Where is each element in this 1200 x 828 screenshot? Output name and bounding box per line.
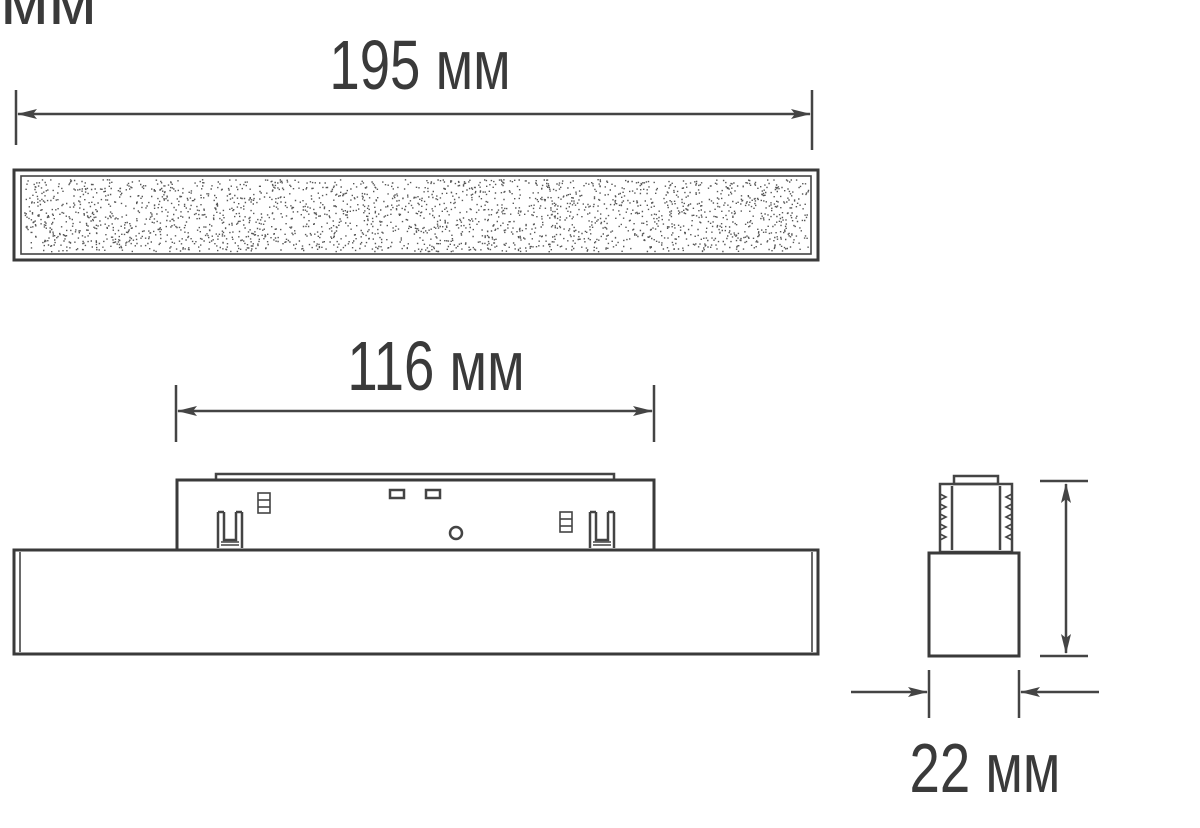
diffuser-texture	[24, 179, 810, 253]
dimension-43: 43 мм	[0, 0, 1088, 658]
adapter-vent-right	[559, 511, 573, 533]
dimension-label-195: 195 мм	[329, 27, 510, 105]
adapter-clip-left	[216, 510, 244, 548]
end-body-profile	[927, 551, 1021, 658]
adapter-screw-hole	[448, 525, 464, 541]
adapter-clip-right	[588, 510, 616, 548]
dimension-22: 22 мм	[851, 670, 1099, 808]
diffuser-speckles	[24, 179, 810, 253]
dimension-label-22: 22 мм	[910, 730, 1061, 808]
connector-teeth-left	[939, 493, 948, 541]
dimension-label-116: 116 мм	[347, 328, 524, 406]
connector-core	[950, 486, 1002, 550]
dimension-195: 195 мм	[14, 27, 814, 150]
dimension-116: 116 мм	[174, 328, 656, 442]
connector-teeth-right	[1004, 493, 1013, 541]
track-adapter	[175, 472, 656, 552]
end-connector	[938, 474, 1014, 554]
diffuser-panel	[12, 168, 820, 262]
dimension-label-43: 43 мм	[0, 0, 97, 39]
lamp-body-outline	[12, 548, 820, 656]
diffuser-inner-frame	[20, 175, 812, 255]
adapter-body	[175, 478, 656, 552]
adapter-slot-2	[424, 488, 442, 500]
adapter-vent-left	[257, 492, 271, 514]
top-view: 195 мм	[12, 27, 820, 262]
diffuser-outer-frame	[12, 168, 820, 262]
end-view: 43 мм 22 мм	[0, 0, 1099, 808]
adapter-slot-1	[388, 488, 406, 500]
lamp-body	[12, 548, 820, 656]
side-view: 116 мм	[12, 328, 820, 656]
